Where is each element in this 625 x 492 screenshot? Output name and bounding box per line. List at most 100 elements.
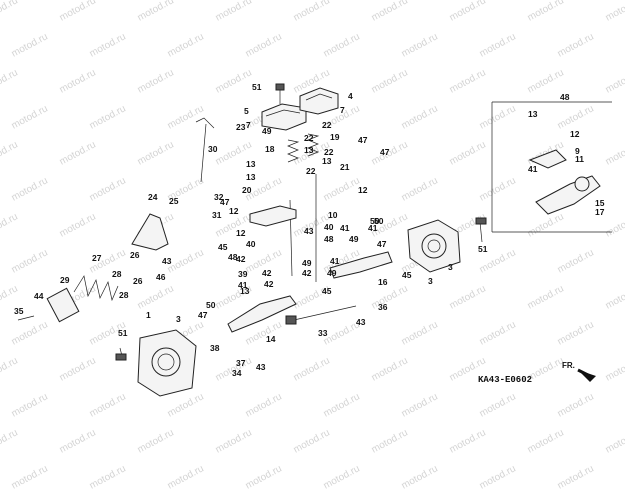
inset-frame [491, 101, 612, 233]
callout-43: 43 [356, 317, 366, 327]
spring-26-part [73, 275, 119, 302]
diagram-code: KA43-E0602 [478, 375, 532, 385]
callout-1: 1 [146, 310, 151, 320]
cover-4-part [261, 103, 307, 131]
callout-48: 48 [560, 92, 570, 102]
callout-24: 24 [148, 192, 158, 202]
callout-7: 7 [340, 105, 345, 115]
callout-46: 46 [156, 272, 166, 282]
callout-21: 21 [340, 162, 350, 172]
callout-13: 13 [246, 159, 256, 169]
rocker-12-part [249, 205, 297, 227]
callout-25: 25 [169, 196, 179, 206]
callout-43: 43 [304, 226, 314, 236]
callout-43: 43 [256, 362, 266, 372]
callout-9: 9 [575, 146, 580, 156]
housing-2-part [407, 219, 461, 273]
callout-13: 13 [528, 109, 538, 119]
screw-set-part [17, 217, 487, 361]
callout-17: 17 [595, 207, 605, 217]
callout-22: 22 [324, 147, 334, 157]
callout-19: 19 [330, 132, 340, 142]
callout-41: 41 [330, 256, 340, 266]
callout-34: 34 [232, 368, 242, 378]
callout-23: 23 [236, 122, 246, 132]
callout-13: 13 [240, 286, 250, 296]
callout-12: 12 [358, 185, 368, 195]
callout-12: 12 [229, 206, 239, 216]
callout-41: 41 [340, 223, 350, 233]
callout-22: 22 [306, 166, 316, 176]
callout-51: 51 [252, 82, 262, 92]
callout-50: 50 [206, 300, 216, 310]
callout-22: 22 [322, 120, 332, 130]
callout-47: 47 [220, 197, 230, 207]
callout-50: 50 [370, 216, 380, 226]
lever-9-part [528, 149, 567, 169]
front-direction-label: FR. [562, 361, 575, 370]
callout-33: 33 [318, 328, 328, 338]
callout-13: 13 [322, 156, 332, 166]
spring-stack-18-part [287, 133, 320, 163]
callout-40: 40 [246, 239, 256, 249]
callout-45: 45 [402, 270, 412, 280]
callout-48: 48 [228, 252, 238, 262]
callout-48: 48 [324, 234, 334, 244]
callout-39: 39 [238, 269, 248, 279]
callout-49: 49 [349, 234, 359, 244]
callout-12: 12 [236, 228, 246, 238]
callout-26: 26 [130, 250, 140, 260]
callout-38: 38 [210, 343, 220, 353]
callout-45: 45 [218, 242, 228, 252]
callout-11: 11 [575, 154, 584, 164]
rod-33-part [285, 305, 357, 325]
callout-3: 3 [448, 262, 453, 272]
fr-arrow-icon [577, 368, 596, 382]
screw-51-top-part [275, 83, 285, 104]
callout-49: 49 [302, 258, 312, 268]
arm-14-part [227, 295, 297, 333]
callout-5: 5 [244, 106, 249, 116]
callout-30: 30 [208, 144, 218, 154]
callout-15: 15 [595, 198, 605, 208]
callout-41: 41 [528, 164, 538, 174]
callout-37: 37 [236, 358, 246, 368]
callout-47: 47 [377, 239, 387, 249]
callout-47: 47 [380, 147, 390, 157]
lever-23-part [131, 213, 169, 251]
callout-4: 4 [348, 91, 353, 101]
callout-27: 27 [92, 253, 102, 263]
callout-14: 14 [266, 334, 276, 344]
callout-26: 26 [133, 276, 143, 286]
callout-29: 29 [60, 275, 70, 285]
callout-50: 50 [374, 216, 384, 226]
callout-42: 42 [302, 268, 312, 278]
callout-22: 22 [304, 133, 314, 143]
callout-44: 44 [34, 291, 44, 301]
rod-29-part [195, 117, 215, 183]
callout-31: 31 [212, 210, 222, 220]
callout-13: 13 [304, 145, 314, 155]
shaft-16-part [329, 251, 393, 279]
callout-7: 7 [246, 120, 251, 130]
callout-47: 47 [198, 310, 208, 320]
valve-15-part [535, 175, 601, 215]
callout-20: 20 [242, 185, 252, 195]
callout-45: 45 [322, 286, 332, 296]
callout-36: 36 [378, 302, 388, 312]
callout-42: 42 [262, 268, 272, 278]
callout-10: 10 [328, 210, 338, 220]
callout-12: 12 [570, 129, 580, 139]
housing-1-part [137, 329, 197, 397]
callout-49: 49 [327, 268, 337, 278]
callout-13: 13 [246, 172, 256, 182]
callout-49: 49 [262, 126, 272, 136]
callout-42: 42 [264, 279, 274, 289]
callout-32: 32 [214, 192, 224, 202]
callout-35: 35 [14, 306, 24, 316]
callout-43: 43 [162, 256, 172, 266]
callout-47: 47 [358, 135, 368, 145]
callout-51: 51 [118, 328, 128, 338]
